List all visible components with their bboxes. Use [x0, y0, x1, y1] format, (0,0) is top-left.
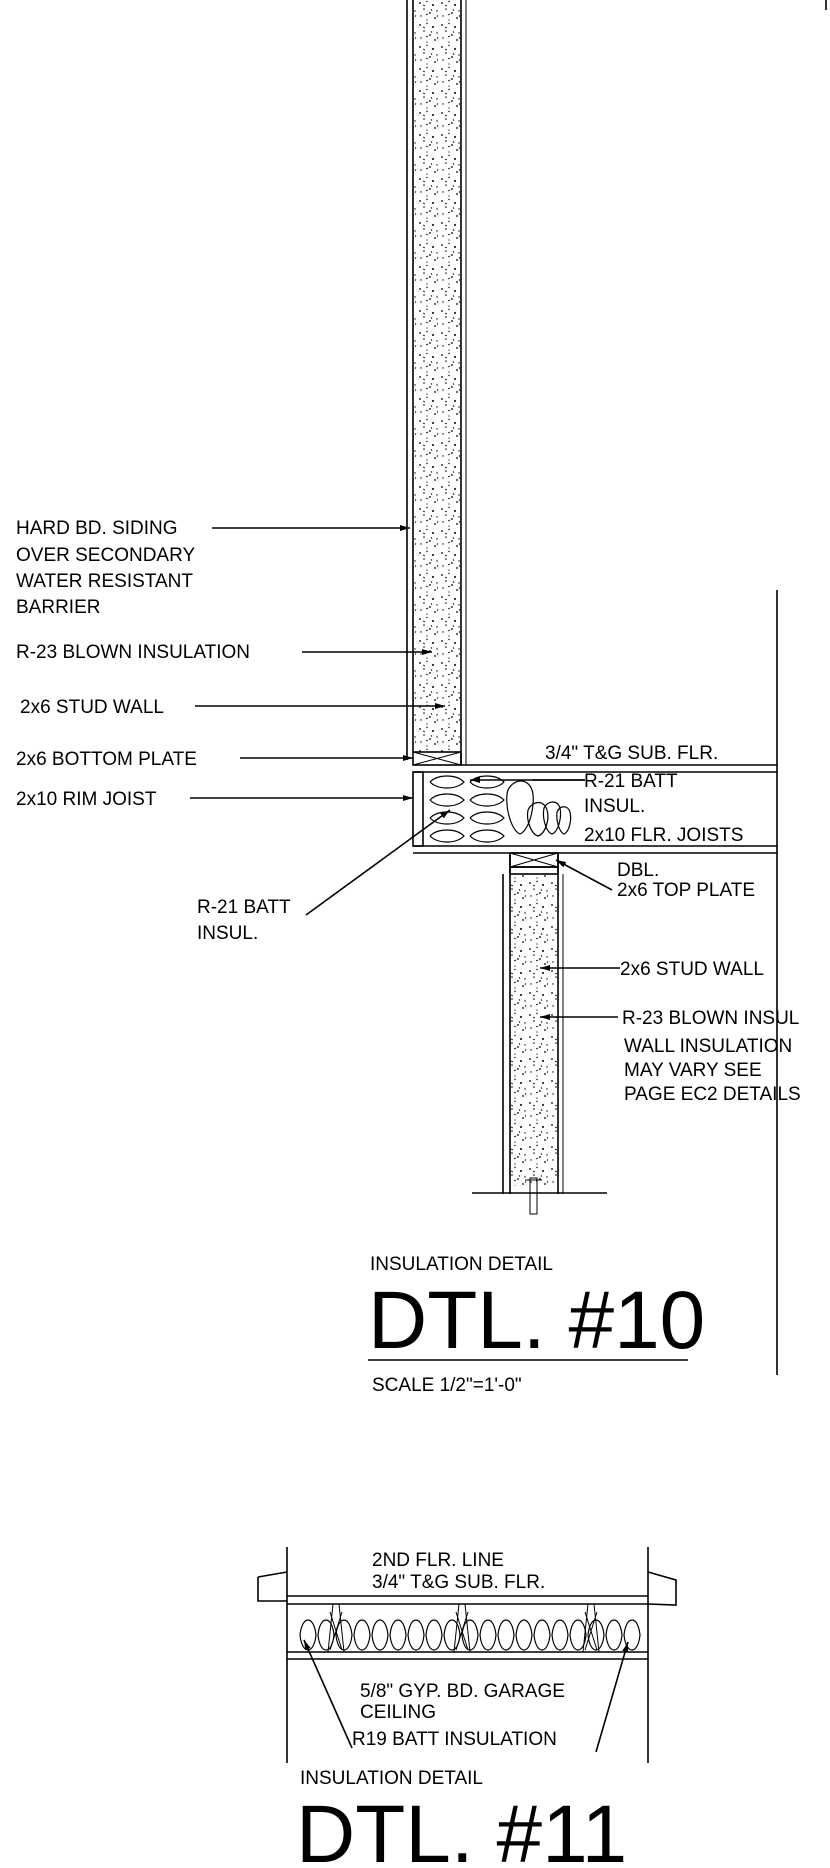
label-siding-line-3: WATER RESISTANT [16, 571, 193, 592]
detail-10-title-block: INSULATION DETAIL DTL. #10 SCALE 1/2"=1'… [368, 1254, 705, 1396]
label-wall-note-line-1: WALL INSULATION [624, 1036, 792, 1057]
right-joist-end [647, 1571, 677, 1606]
label-rim-batt-line-2: INSUL. [197, 923, 258, 944]
bottom-plate [412, 751, 462, 766]
upper-wall [406, 0, 467, 765]
detail-10-scale: SCALE 1/2"=1'-0" [372, 1375, 522, 1396]
label-wall-note-line-3: PAGE EC2 DETAILS [624, 1084, 801, 1105]
label-joist-batt-line-1: R-21 BATT [584, 771, 678, 792]
label-siding-line-1: HARD BD. SIDING [16, 518, 178, 539]
d11-batt-insulation [299, 1603, 641, 1653]
label-wall-note-line-2: MAY VARY SEE [624, 1060, 762, 1081]
label-top-plate-line-1: DBL. [617, 860, 659, 881]
label-blown-upper: R-23 BLOWN INSULATION [16, 642, 250, 663]
upper-blown-insulation-fill [413, 0, 461, 752]
label-subfloor: 3/4" T&G SUB. FLR. [545, 743, 718, 764]
label-rim-batt-line-1: R-21 BATT [197, 897, 291, 918]
label-joist-batt-line-2: INSUL. [584, 796, 645, 817]
label-rim-joist: 2x10 RIM JOIST [16, 789, 157, 810]
double-top-plate [509, 852, 559, 875]
lower-wall [472, 853, 607, 1215]
detail-11-caption: INSULATION DETAIL [300, 1768, 483, 1789]
detail-10-leaders [190, 525, 620, 1020]
label-floor-joists: 2x10 FLR. JOISTS [584, 825, 743, 846]
label-stud-upper: 2x6 STUD WALL [20, 697, 164, 718]
label-stud-lower: 2x6 STUD WALL [620, 959, 764, 980]
label-blown-lower: R-23 BLOWN INSUL [622, 1008, 799, 1029]
lower-blown-insulation-fill [510, 874, 558, 1186]
detail-10-labels: HARD BD. SIDING OVER SECONDARY WATER RES… [16, 518, 801, 1105]
d11-label-subfloor: 3/4" T&G SUB. FLR. [372, 1572, 545, 1593]
d11-label-batt: R19 BATT INSULATION [352, 1729, 557, 1750]
d11-leader-right [595, 1641, 629, 1753]
label-siding-line-2: OVER SECONDARY [16, 545, 195, 566]
top-plate-lower [509, 866, 559, 875]
left-joist-end [257, 1577, 287, 1602]
d11-label-gyp-line-2: CEILING [360, 1702, 436, 1723]
floor-batt-insulation [429, 775, 572, 843]
label-siding-line-4: BARRIER [16, 597, 100, 618]
anchor-bolt [529, 1177, 538, 1215]
label-bottom-plate: 2x6 BOTTOM PLATE [16, 749, 197, 770]
detail-11-drawing: 2ND FLR. LINE 3/4" T&G SUB. FLR. 5/8" GY… [257, 1547, 677, 1868]
detail-10-drawing: HARD BD. SIDING OVER SECONDARY WATER RES… [16, 0, 827, 1396]
detail-10-title: DTL. #10 [368, 1275, 705, 1366]
d11-leader-left [303, 1639, 353, 1749]
detail-11-title: DTL. #11 [296, 1789, 627, 1868]
d11-label-gyp-line-1: 5/8" GYP. BD. GARAGE [360, 1681, 565, 1702]
label-top-plate-line-2: 2x6 TOP PLATE [617, 880, 755, 901]
rim-joist [412, 771, 424, 847]
d11-label-floor-line: 2ND FLR. LINE [372, 1550, 504, 1571]
floor-system [412, 764, 777, 854]
detail-10-caption: INSULATION DETAIL [370, 1254, 553, 1275]
